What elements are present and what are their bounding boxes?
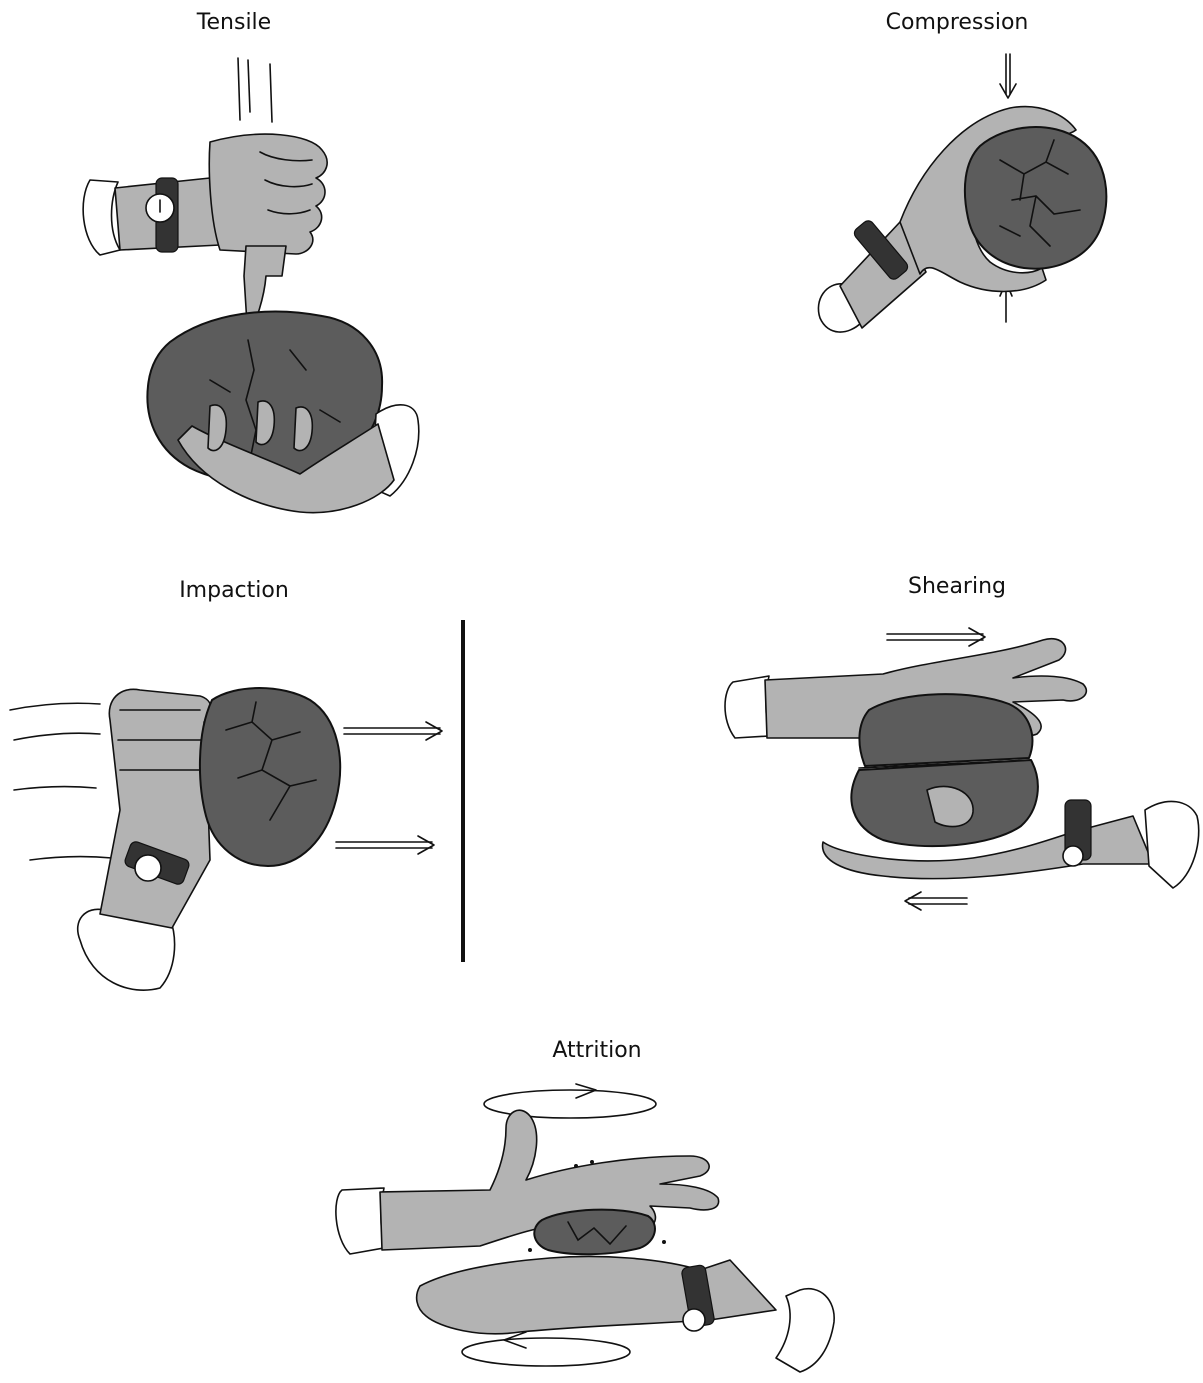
impaction-illustration: [0, 610, 470, 1010]
shirt-cuff: [336, 1188, 384, 1254]
fist: [209, 134, 327, 254]
motion-line: [248, 60, 250, 112]
motion-line: [10, 703, 100, 710]
watch-face-icon: [1063, 846, 1083, 866]
rock: [859, 694, 1032, 766]
bottom-hand: [417, 1257, 776, 1334]
attrition-illustration: [330, 1070, 870, 1380]
compression-illustration: [810, 50, 1130, 370]
fist: [100, 689, 211, 928]
watch-face-icon: [683, 1309, 705, 1331]
shirt-cuff: [1145, 801, 1199, 888]
attrition-label: Attrition: [552, 1038, 641, 1063]
shirt-cuff: [776, 1289, 834, 1372]
watch-face-icon: [135, 855, 161, 881]
crumb: [574, 1164, 578, 1168]
finger: [256, 401, 274, 445]
rock: [534, 1210, 655, 1255]
motion-line: [270, 64, 272, 122]
motion-line: [238, 58, 240, 120]
rock: [200, 688, 340, 866]
rotation-arrow-icon: [462, 1338, 630, 1366]
shearing-illustration: [713, 620, 1203, 920]
finger: [294, 407, 312, 451]
compression-label: Compression: [886, 10, 1029, 35]
impaction-label: Impaction: [179, 578, 289, 603]
shirt-cuff: [725, 676, 769, 738]
rotation-arrow-icon: [484, 1090, 656, 1118]
tensile-label: Tensile: [197, 10, 271, 35]
shearing-label: Shearing: [908, 574, 1006, 599]
tensile-illustration: [60, 50, 480, 530]
